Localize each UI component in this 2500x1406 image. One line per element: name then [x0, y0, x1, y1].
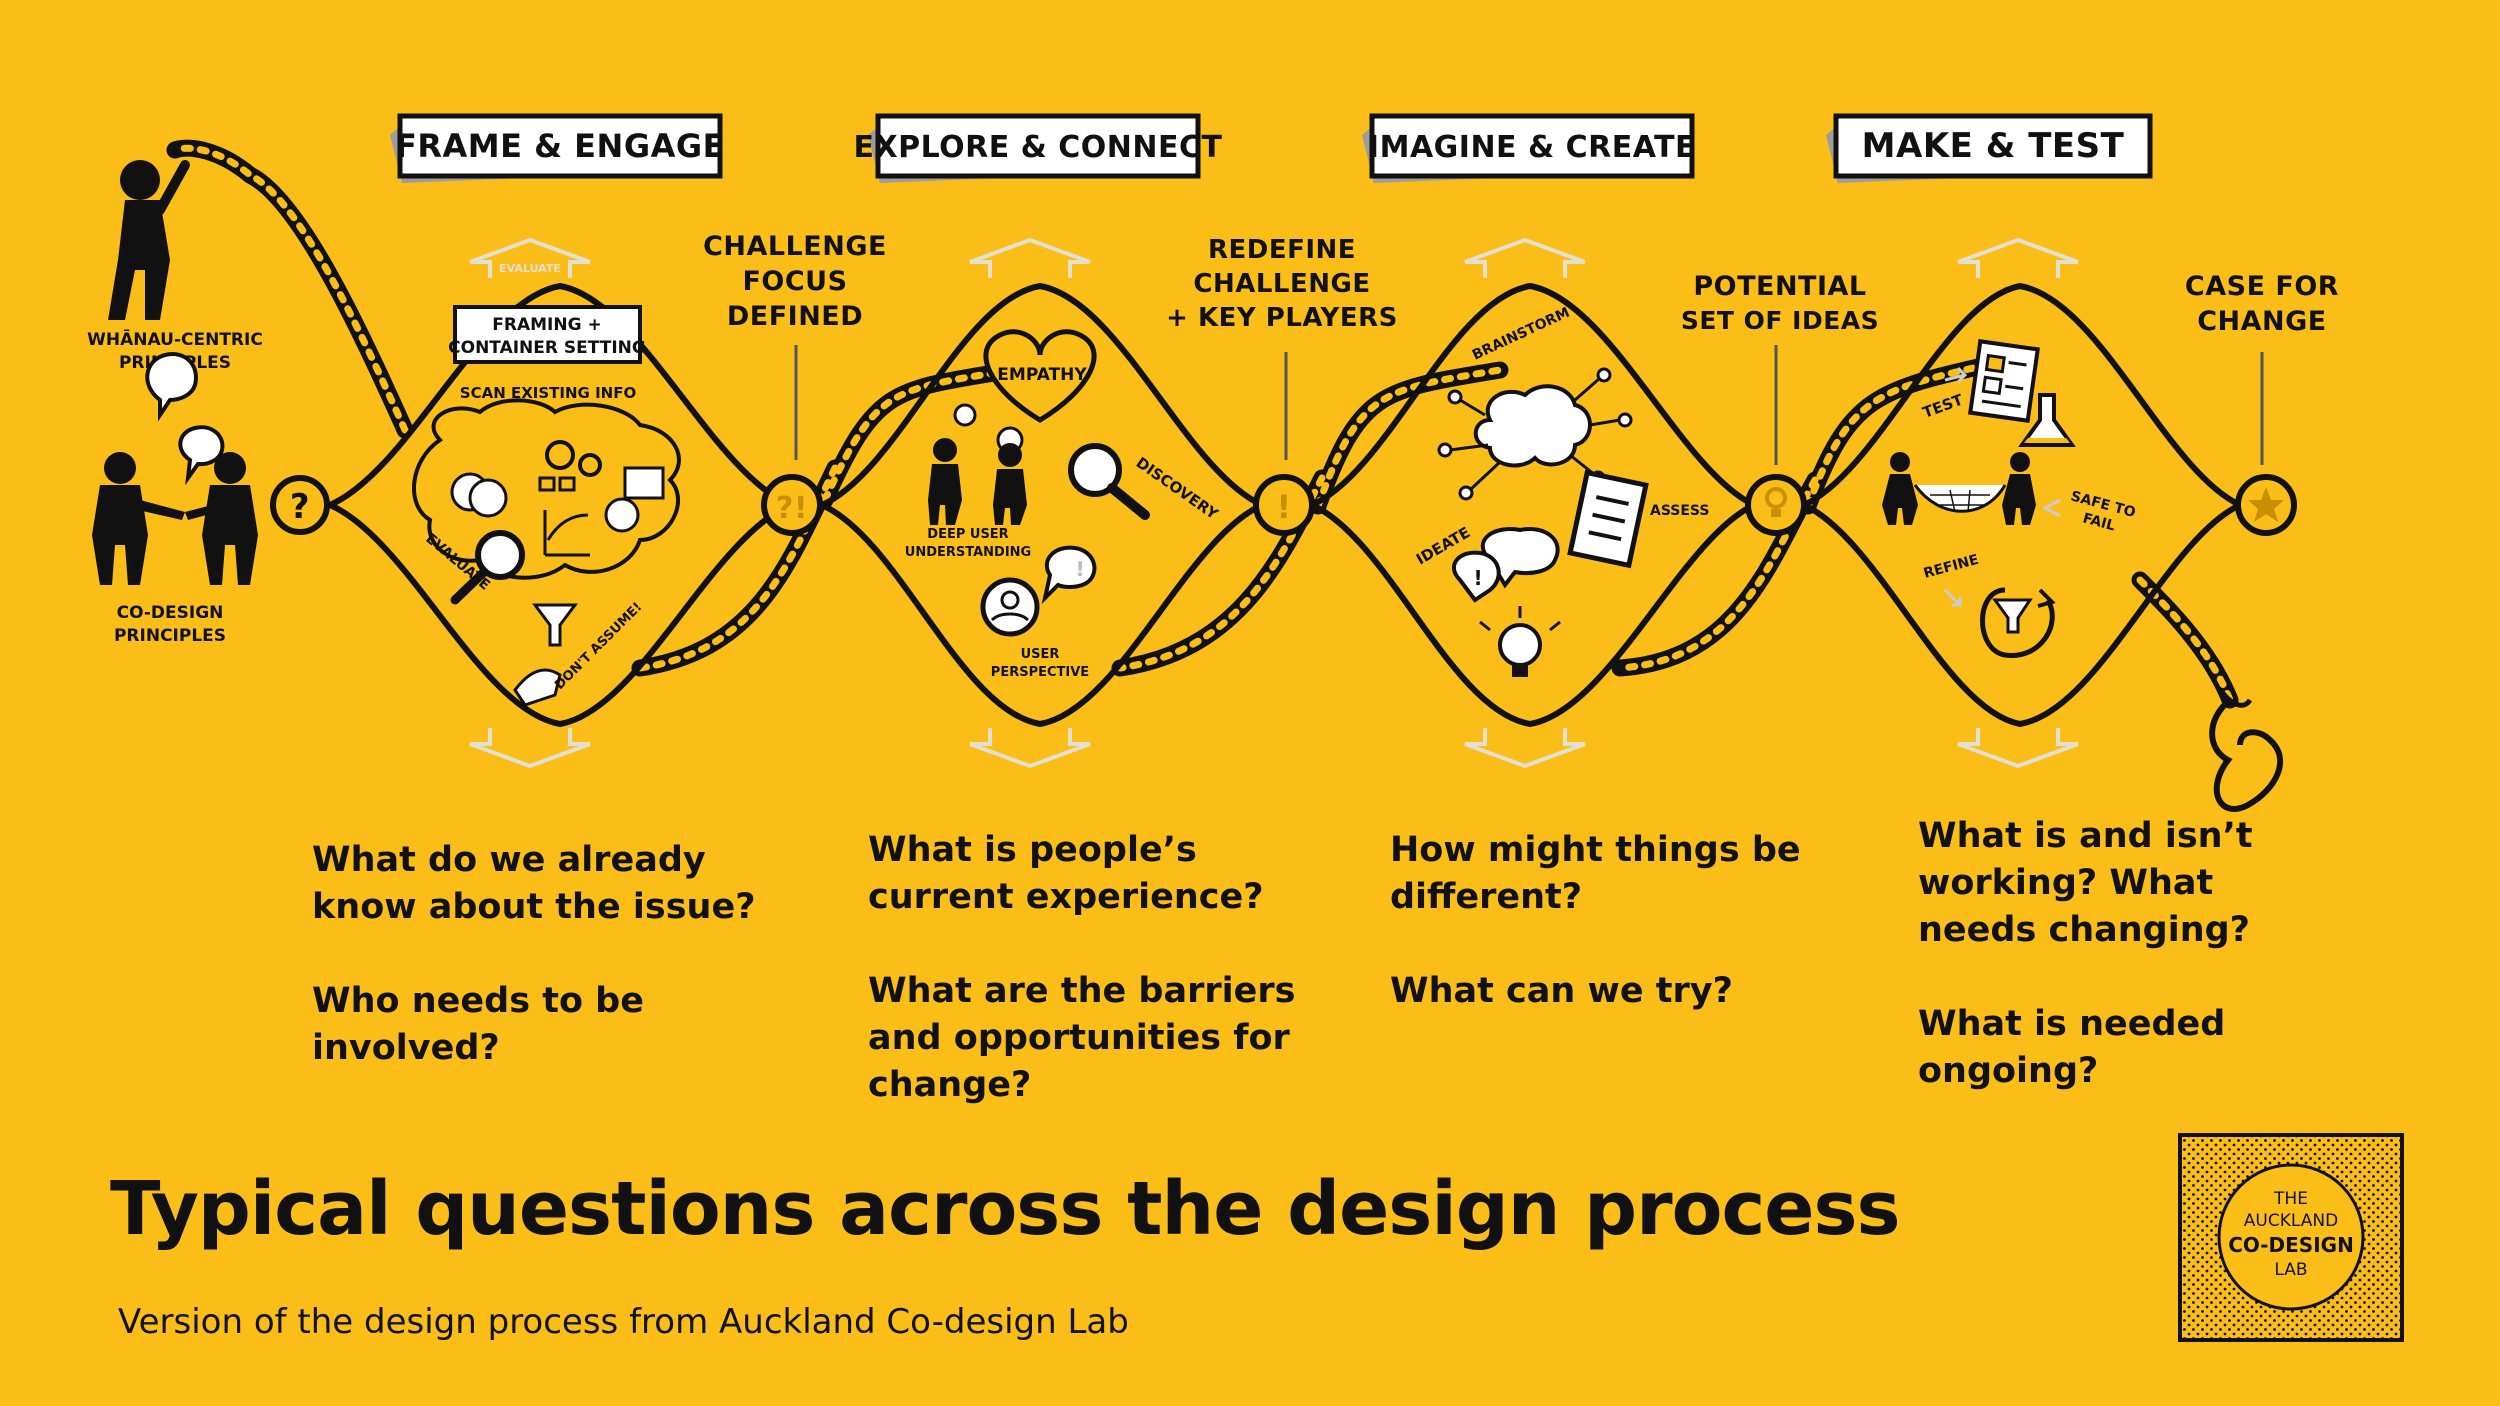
user-perspective-label-2: PERSPECTIVE — [991, 665, 1089, 680]
brainstorm-cloud-icon — [1473, 384, 1592, 468]
refine-cycle-icon — [1980, 587, 2055, 658]
whanau-principles-1: WHĀNAU-CENTRIC — [87, 328, 263, 350]
page-subtitle: Version of the design process from Auckl… — [118, 1302, 1129, 1342]
whanau-figure — [108, 160, 190, 320]
milestone-challenge-focus-2: FOCUS — [742, 266, 847, 297]
phase-label-explore-connect: EXPLORE & CONNECT — [853, 130, 1222, 165]
milestone-ideas-1: POTENTIAL — [1693, 271, 1866, 302]
deep-user-label-1: DEEP USER — [927, 527, 1008, 542]
person-head-icon — [120, 160, 160, 200]
focus-node-icon: ?! — [776, 491, 808, 526]
phase-header-explore-connect: EXPLORE & CONNECT — [853, 113, 1222, 183]
deep-user-people-icon — [928, 438, 1027, 525]
redefine-node-icon: ! — [1276, 488, 1291, 526]
safety-net-icon — [1913, 484, 2007, 513]
person-head-icon — [104, 452, 136, 484]
heart-icon — [983, 329, 1097, 423]
framing-box-label-2: CONTAINER SETTING — [448, 338, 646, 358]
lightbulb-icon — [1498, 623, 1542, 667]
chart-icon — [543, 510, 590, 557]
codesign-principles-1: CO-DESIGN — [117, 603, 224, 623]
milestone-redefine-3: + KEY PLAYERS — [1166, 303, 1398, 333]
ideate-bubble-icon — [1480, 527, 1560, 589]
codesign-figures — [92, 352, 258, 585]
magnifier-icon — [475, 530, 525, 580]
test-label: TEST — [1920, 390, 1966, 421]
page-title: Typical questions across the design proc… — [110, 1166, 1901, 1252]
discovery-magnifier-icon — [1068, 443, 1122, 497]
gear-icon — [545, 440, 575, 470]
faint-evaluate-label: EVALUATE — [499, 262, 561, 275]
codesign-principles-2: PRINCIPLES — [114, 626, 226, 646]
kangaroo-icon — [513, 668, 562, 707]
milestone-challenge-focus-1: CHALLENGE — [703, 231, 887, 262]
report-icon — [1968, 339, 2040, 423]
milestone-ideas-2: SET OF IDEAS — [1681, 306, 1879, 335]
diamond1-contents: FRAMING + CONTAINER SETTING SCAN EXISTIN… — [412, 305, 681, 707]
phase-label-make-test: MAKE & TEST — [1862, 126, 2125, 166]
phase-header-make-test: MAKE & TEST — [1826, 113, 2153, 183]
lightbulb-icon — [1765, 487, 1787, 509]
document-icon — [623, 466, 665, 500]
funnel-icon — [1992, 598, 2033, 634]
question-text: What is and isn’t working? What needs ch… — [1918, 816, 2253, 950]
focus-node — [761, 474, 823, 536]
fish-hook-icon — [2209, 690, 2284, 812]
safety-net-people-icon — [1882, 452, 2036, 525]
question-text: How might things be different? — [1390, 830, 1801, 917]
redefine-node — [1253, 474, 1315, 536]
globe-icon — [604, 497, 640, 533]
phase-header-imagine-create: IMAGINE & CREATE — [1362, 113, 1696, 183]
questions-imagine-create: How might things be different? What can … — [1390, 827, 1810, 1015]
question-text: What is people’s current experience? — [868, 830, 1264, 917]
rope-braids — [166, 139, 2239, 709]
faint-evaluate-arrows — [469, 237, 2079, 769]
logo-line-4: LAB — [2274, 1260, 2307, 1280]
deep-user-label-2: UNDERSTANDING — [905, 545, 1031, 560]
svg-text:!: ! — [1075, 557, 1084, 581]
milestone-redefine-1: REDEFINE — [1208, 235, 1356, 265]
thought-cloud — [412, 398, 681, 580]
diamond3-contents: BRAINSTORM ASSESS IDEATE ! — [1413, 305, 1709, 677]
speech-bubble-icon — [953, 403, 977, 427]
diamond2-contents: EMPATHY DISCOVERY DEEP USER UNDERSTANDIN… — [905, 329, 1222, 680]
milestone-challenge-focus-3: DEFINED — [727, 301, 863, 332]
phase-label-frame-engage: FRAME & ENGAGE — [395, 127, 725, 165]
scan-existing-info-label: SCAN EXISTING INFO — [460, 384, 636, 402]
question-text: What do we already know about the issue? — [312, 840, 756, 927]
gear-icon — [578, 453, 602, 477]
svg-text:!: ! — [1473, 566, 1482, 590]
question-text: What are the barriers and opportunities … — [868, 971, 1296, 1105]
questions-frame-engage: What do we already know about the issue?… — [312, 837, 812, 1072]
question-node — [270, 475, 330, 535]
milestone-change-1: CASE FOR — [2185, 271, 2339, 302]
questions-explore-connect: What is people’s current experience? Wha… — [868, 827, 1348, 1109]
question-text: What is needed ongoing? — [1918, 1004, 2226, 1091]
assess-label: ASSESS — [1650, 503, 1709, 519]
star-icon — [2248, 487, 2284, 522]
question-text: What can we try? — [1390, 971, 1733, 1011]
phase-label-imagine-create: IMAGINE & CREATE — [1368, 130, 1696, 165]
milestone-lines — [794, 345, 2264, 465]
question-text: Who needs to be involved? — [312, 981, 644, 1068]
empathy-label: EMPATHY — [997, 365, 1087, 385]
milestone-change-2: CHANGE — [2197, 306, 2327, 337]
framing-box-label-1: FRAMING + — [492, 315, 601, 335]
question-node-icon: ? — [290, 487, 310, 527]
refine-label: REFINE — [1922, 552, 1981, 582]
phase-header-frame-engage: FRAME & ENGAGE — [390, 113, 725, 183]
user-perspective-label-1: USER — [1021, 647, 1060, 662]
alert-bubble-icon — [1041, 545, 1097, 605]
milestone-redefine-2: CHALLENGE — [1193, 269, 1370, 299]
questions-make-test: What is and isn’t working? What needs ch… — [1918, 813, 2318, 1095]
logo-line-2: AUCKLAND — [2244, 1211, 2338, 1231]
speech-bubble-icon — [145, 352, 198, 422]
auckland-codesign-lab-logo: THE AUCKLAND CO-DESIGN LAB — [2178, 1133, 2404, 1342]
logo-line-3: CO-DESIGN — [2228, 1233, 2354, 1257]
milestone-nodes: ? ?! ! — [270, 474, 2297, 536]
logo-line-1: THE — [2273, 1189, 2308, 1209]
flask-icon — [2018, 393, 2076, 447]
funnel-icon — [532, 603, 578, 647]
